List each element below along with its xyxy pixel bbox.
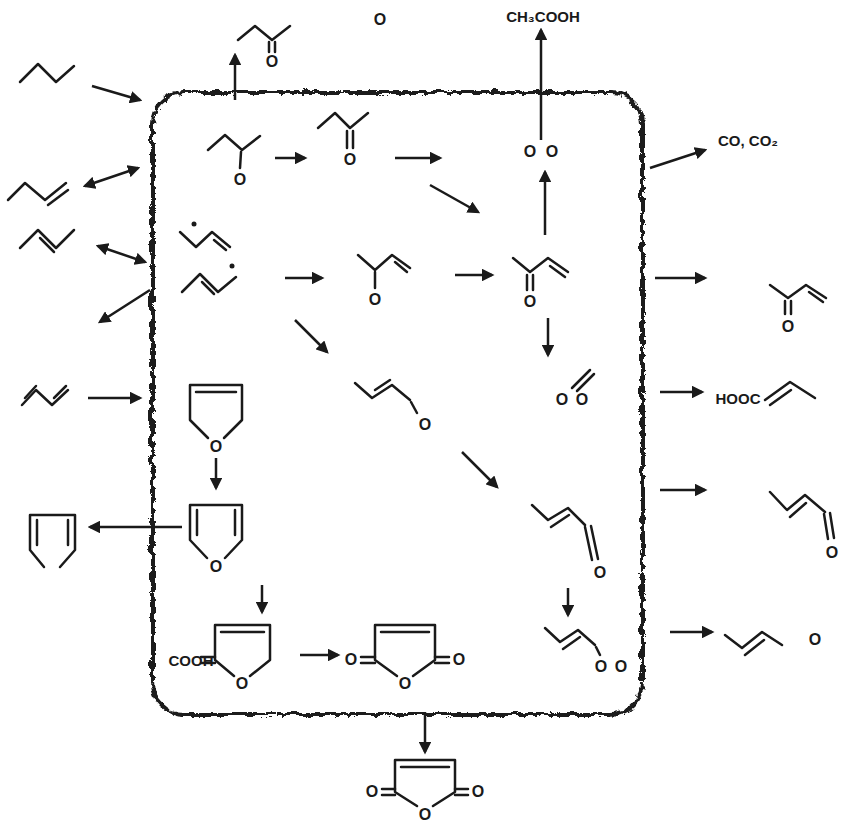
- atom-label: O: [556, 392, 568, 408]
- atom-label: O: [576, 392, 588, 408]
- atom-label: O: [826, 545, 838, 561]
- atom-label: O: [595, 659, 607, 675]
- atom-label: O: [399, 676, 411, 692]
- atom-label: O: [234, 172, 246, 188]
- atom-label: O: [472, 784, 484, 800]
- atom-label: O: [419, 807, 431, 823]
- atom-label: O: [369, 292, 381, 308]
- atom-label: O: [615, 659, 627, 675]
- atom-label: O: [782, 319, 794, 335]
- atom-label: O: [345, 652, 357, 668]
- reactor-boundary: [150, 90, 640, 712]
- atom-label: O: [546, 144, 558, 160]
- reaction-arrows: [85, 30, 712, 752]
- atom-label: O: [419, 417, 431, 433]
- atom-label: O: [809, 632, 821, 648]
- atom-label: O: [524, 294, 536, 310]
- formula-label: HOOC: [716, 391, 761, 406]
- atom-label: O: [453, 652, 465, 668]
- atom-label: O: [524, 144, 536, 160]
- molecule-structures: [8, 26, 834, 806]
- atom-label: O: [366, 784, 378, 800]
- formula-label: CH₃COOH: [506, 9, 580, 24]
- formula-label: CO, CO₂: [718, 133, 778, 148]
- atom-label: O: [594, 565, 606, 581]
- formula-label: COOH: [169, 653, 214, 668]
- atom-label: O: [344, 152, 356, 168]
- atom-label: O: [210, 439, 222, 455]
- radical-dots: [192, 222, 235, 269]
- atom-label: O: [236, 676, 248, 692]
- atom-label: O: [374, 12, 386, 28]
- atom-label: O: [266, 54, 278, 70]
- atom-label: O: [210, 559, 222, 575]
